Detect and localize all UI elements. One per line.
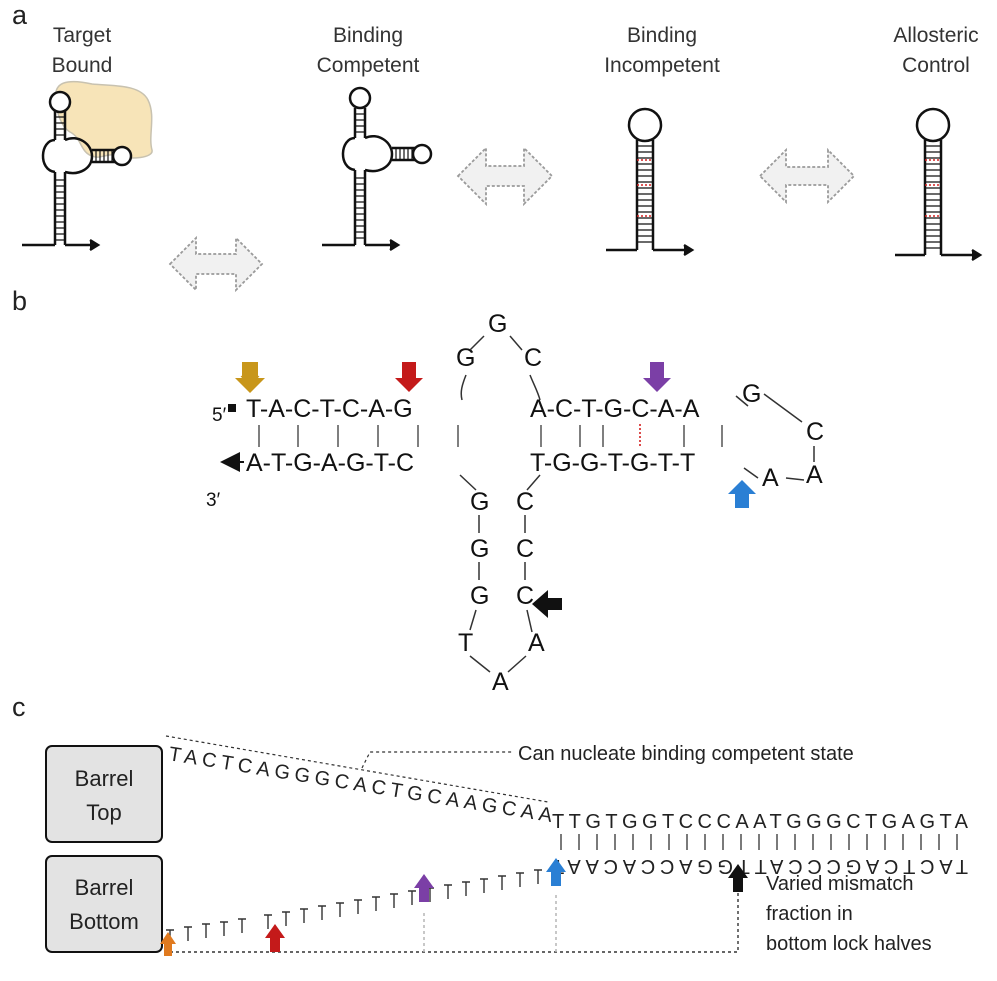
panel-c-label: c [12,692,26,722]
upper-loop-backbone [460,335,541,401]
five-prime-label: 5′ [212,405,227,426]
black-arrow-icon [532,590,562,618]
stem-top-left: T-A-C-T-C-A-G [246,395,413,423]
state-label-allosteric-control: Allosteric Control [893,24,978,77]
blue-arrow-icon [728,480,756,508]
red-arrow-icon [265,924,285,952]
orange-arrow-icon [160,932,176,956]
slanted-sequence: TACTCAGGGCACTGCAAGCAA [167,743,554,827]
lower-left-nt: T [458,629,473,657]
black-arrow-icon [728,864,748,892]
panel-b: b 5′ 3′ T-A-C-T-C-A-G A-T-G-A-G-T-C A-C-… [12,286,824,696]
right-loop-nt: A [762,464,779,492]
right-loop-nt: A [806,461,823,489]
annotation-bottom-line1: Varied mismatch [766,873,913,895]
lower-left-nt: G [470,488,489,516]
state-label-binding-incompetent: Binding Incompetent [604,24,720,77]
state-label-line1: Binding [333,24,403,47]
lower-left-nt: G [470,535,489,563]
barrel-top-box [45,745,163,843]
annotation-top: Can nucleate binding competent state [518,743,854,765]
duplex-pair-ticks [560,834,958,850]
state-label-target-bound: Target Bound [52,24,113,77]
barrel-top-line1: Barrel [75,766,134,791]
aptamer-target-bound [22,80,153,252]
upper-loop-nt: C [524,344,542,372]
state-label-line1: Target [53,24,112,47]
state-label-line1: Allosteric [893,24,978,47]
upper-loop-nt: G [456,344,475,372]
right-loop-nt: C [806,418,824,446]
state-label-line2: Incompetent [604,54,720,77]
state-label-binding-competent: Binding Competent [317,24,420,77]
lower-right-nt: A [528,629,545,657]
equilibrium-arrow-1 [168,235,264,293]
panel-a: a Target Bound Binding Competent Binding… [12,0,983,293]
bottom-lock-marks [166,869,542,944]
nucleation-bracket [165,735,549,803]
target-molecule [54,80,153,159]
stem-bottom-left: A-T-G-A-G-T-C [246,449,414,477]
five-prime-terminus-marker [228,404,236,412]
red-arrow-icon [395,362,423,392]
equilibrium-arrow-3 [758,147,856,205]
lower-stem-backbone [459,474,541,673]
state-label-line2: Competent [317,54,420,77]
barrel-bottom-line2: Bottom [69,909,139,934]
lower-left-nt: G [470,582,489,610]
panel-b-label: b [12,286,27,316]
annotation-bottom-line3: bottom lock halves [766,933,932,955]
annotation-leader [361,751,512,769]
upper-loop-nt: G [488,310,507,338]
right-loop-backbone [735,393,815,481]
purple-arrow-icon [643,362,671,392]
gold-arrow-icon [235,362,265,393]
panel-c: c Barrel Top Barrel Bottom TACTCAGGGCACT… [12,692,969,956]
right-loop-nt: G [742,380,761,408]
baseline-dashed [170,892,739,953]
barrel-bottom-line1: Barrel [75,875,134,900]
lower-right-nt: C [516,488,534,516]
annotation-bottom-line2: fraction in [766,903,853,925]
panel-a-label: a [12,0,28,30]
base-pair-ticks [258,425,723,447]
state-label-line1: Binding [627,24,697,47]
lower-right-nt: C [516,535,534,563]
lower-right-nt: C [516,582,534,610]
stem-top-right: A-C-T-G-C-A-A [530,395,700,423]
purple-arrow-icon [414,874,434,902]
stem-bottom-right: T-G-G-T-G-T-T [530,449,695,477]
state-label-line2: Control [902,54,970,77]
three-prime-label: 3′ [206,490,221,511]
lower-apex-nt: A [492,668,509,696]
state-label-line2: Bound [52,54,113,77]
aptamer-allosteric-control [895,107,983,262]
top-strand: TTGTGGTCCCAATGGGCTGAGTA [552,811,969,833]
blue-arrow-icon [546,858,566,886]
barrel-bottom-box [45,855,163,953]
aptamer-binding-incompetent [606,107,695,257]
aptamer-binding-competent [322,86,433,252]
equilibrium-arrow-2 [456,145,554,207]
barrel-top-line2: Top [86,800,121,825]
